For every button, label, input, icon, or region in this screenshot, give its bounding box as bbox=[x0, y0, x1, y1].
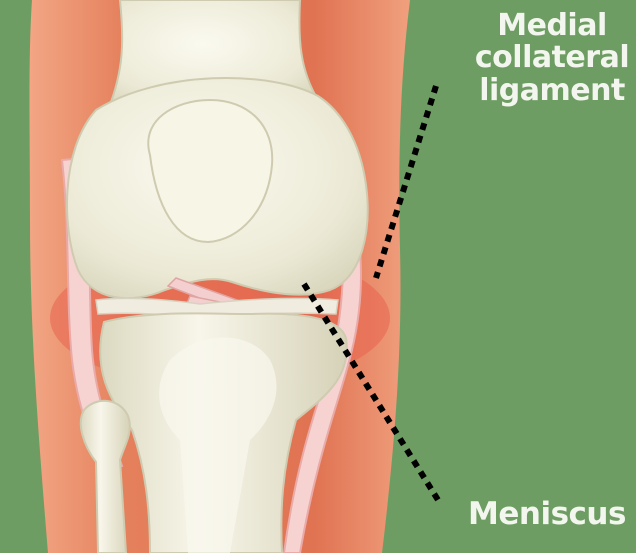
label-line: Medial bbox=[468, 10, 636, 42]
medial-collateral-ligament-label: Medial collateral ligament bbox=[468, 10, 636, 107]
meniscus-label: Meniscus bbox=[462, 498, 632, 531]
label-line: collateral bbox=[468, 42, 636, 74]
label-line: ligament bbox=[468, 75, 636, 107]
